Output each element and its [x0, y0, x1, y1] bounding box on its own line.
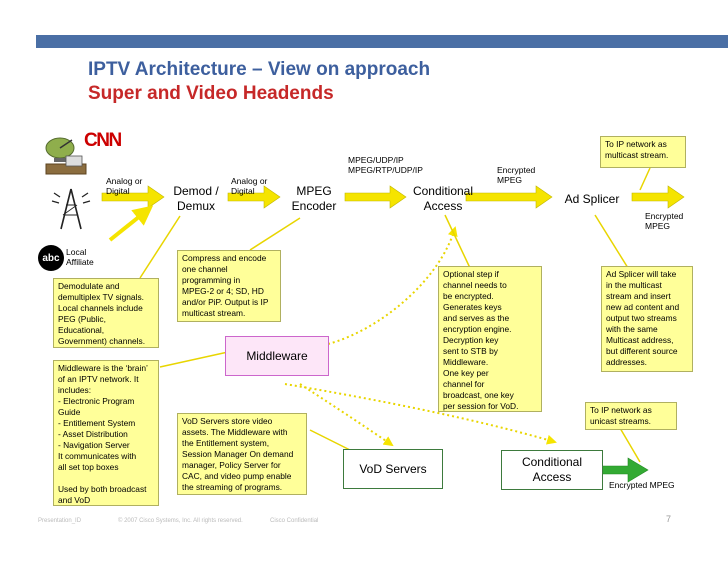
pointer-middleware	[159, 351, 229, 368]
cnn-logo: CNN	[84, 130, 122, 151]
link-mw-to-ca	[327, 226, 458, 345]
link-mw-to-vod	[299, 383, 394, 447]
arrow-cnn-to-demod	[101, 185, 165, 209]
footer-presentation-id: Presentation_ID	[38, 518, 82, 524]
arrow-ca-to-adsplicer	[465, 185, 553, 209]
arrow-adsplicer-to-ip	[631, 185, 685, 209]
node-conditional-access-1: Conditional Access	[412, 184, 474, 213]
label-encrypted-mpeg-1: Encrypted MPEG	[497, 165, 536, 185]
slide-subtitle: Super and Video Headends	[88, 83, 334, 104]
pointer-multicast	[639, 167, 651, 191]
label-mpeg-udp: MPEG/UDP/IP MPEG/RTP/UDP/IP	[348, 155, 423, 175]
link-mw-to-ca2	[284, 383, 557, 445]
note-compress-encode: Compress and encode one channel programm…	[177, 250, 281, 322]
note-ip-unicast: To IP network as unicast streams.	[585, 402, 677, 430]
arrow-demod-to-encoder	[227, 185, 281, 209]
abc-logo-text: abc	[42, 252, 60, 264]
arrow-local-to-flow	[108, 205, 154, 242]
footer-copyright: © 2007 Cisco Systems, Inc. All rights re…	[118, 518, 243, 524]
note-ad-splicer: Ad Splicer will take in the multicast st…	[601, 266, 693, 372]
pointer-adsplicer	[594, 214, 629, 269]
label-encrypted-mpeg-2: Encrypted MPEG	[645, 211, 684, 231]
label-analog-digital-1: Analog or Digital	[106, 176, 143, 196]
note-demodulate: Demodulate and demultiplex TV signals. L…	[53, 278, 159, 348]
pointer-unicast	[619, 427, 641, 463]
node-mpeg-encoder: MPEG Encoder	[291, 184, 337, 213]
local-affiliate-label: Local Affiliate	[66, 247, 94, 267]
slide-title: IPTV Architecture – View on approach	[88, 59, 431, 80]
arrow-encoder-to-ca	[344, 185, 407, 209]
pointer-demodulate	[139, 215, 181, 279]
note-vod-servers: VoD Servers store video assets. The Midd…	[177, 413, 307, 495]
label-analog-digital-2: Analog or Digital	[231, 176, 268, 196]
note-middleware-brain: Middleware is the ‘brain’ of an IPTV net…	[53, 360, 159, 506]
broadcast-tower-icon	[51, 188, 91, 230]
top-banner-bar	[36, 35, 728, 48]
satellite-dish-icon	[45, 137, 87, 175]
pointer-optional	[444, 214, 471, 269]
arrow-ca2-to-ip	[601, 457, 649, 483]
footer-confidential: Cisco Confidential	[270, 518, 319, 524]
page-number: 7	[666, 514, 672, 524]
abc-logo: abc	[38, 245, 64, 271]
pointer-compress	[249, 217, 301, 251]
node-conditional-access-2: Conditional Access	[501, 450, 603, 490]
node-demod-demux: Demod / Demux	[173, 184, 219, 213]
note-optional-step: Optional step if channel needs to be enc…	[438, 266, 542, 412]
note-ip-multicast: To IP network as multicast stream.	[600, 136, 686, 168]
label-encrypted-mpeg-3: Encrypted MPEG	[609, 480, 675, 490]
node-vod-servers: VoD Servers	[343, 449, 443, 489]
node-middleware: Middleware	[225, 336, 329, 376]
node-ad-splicer: Ad Splicer	[564, 191, 620, 206]
